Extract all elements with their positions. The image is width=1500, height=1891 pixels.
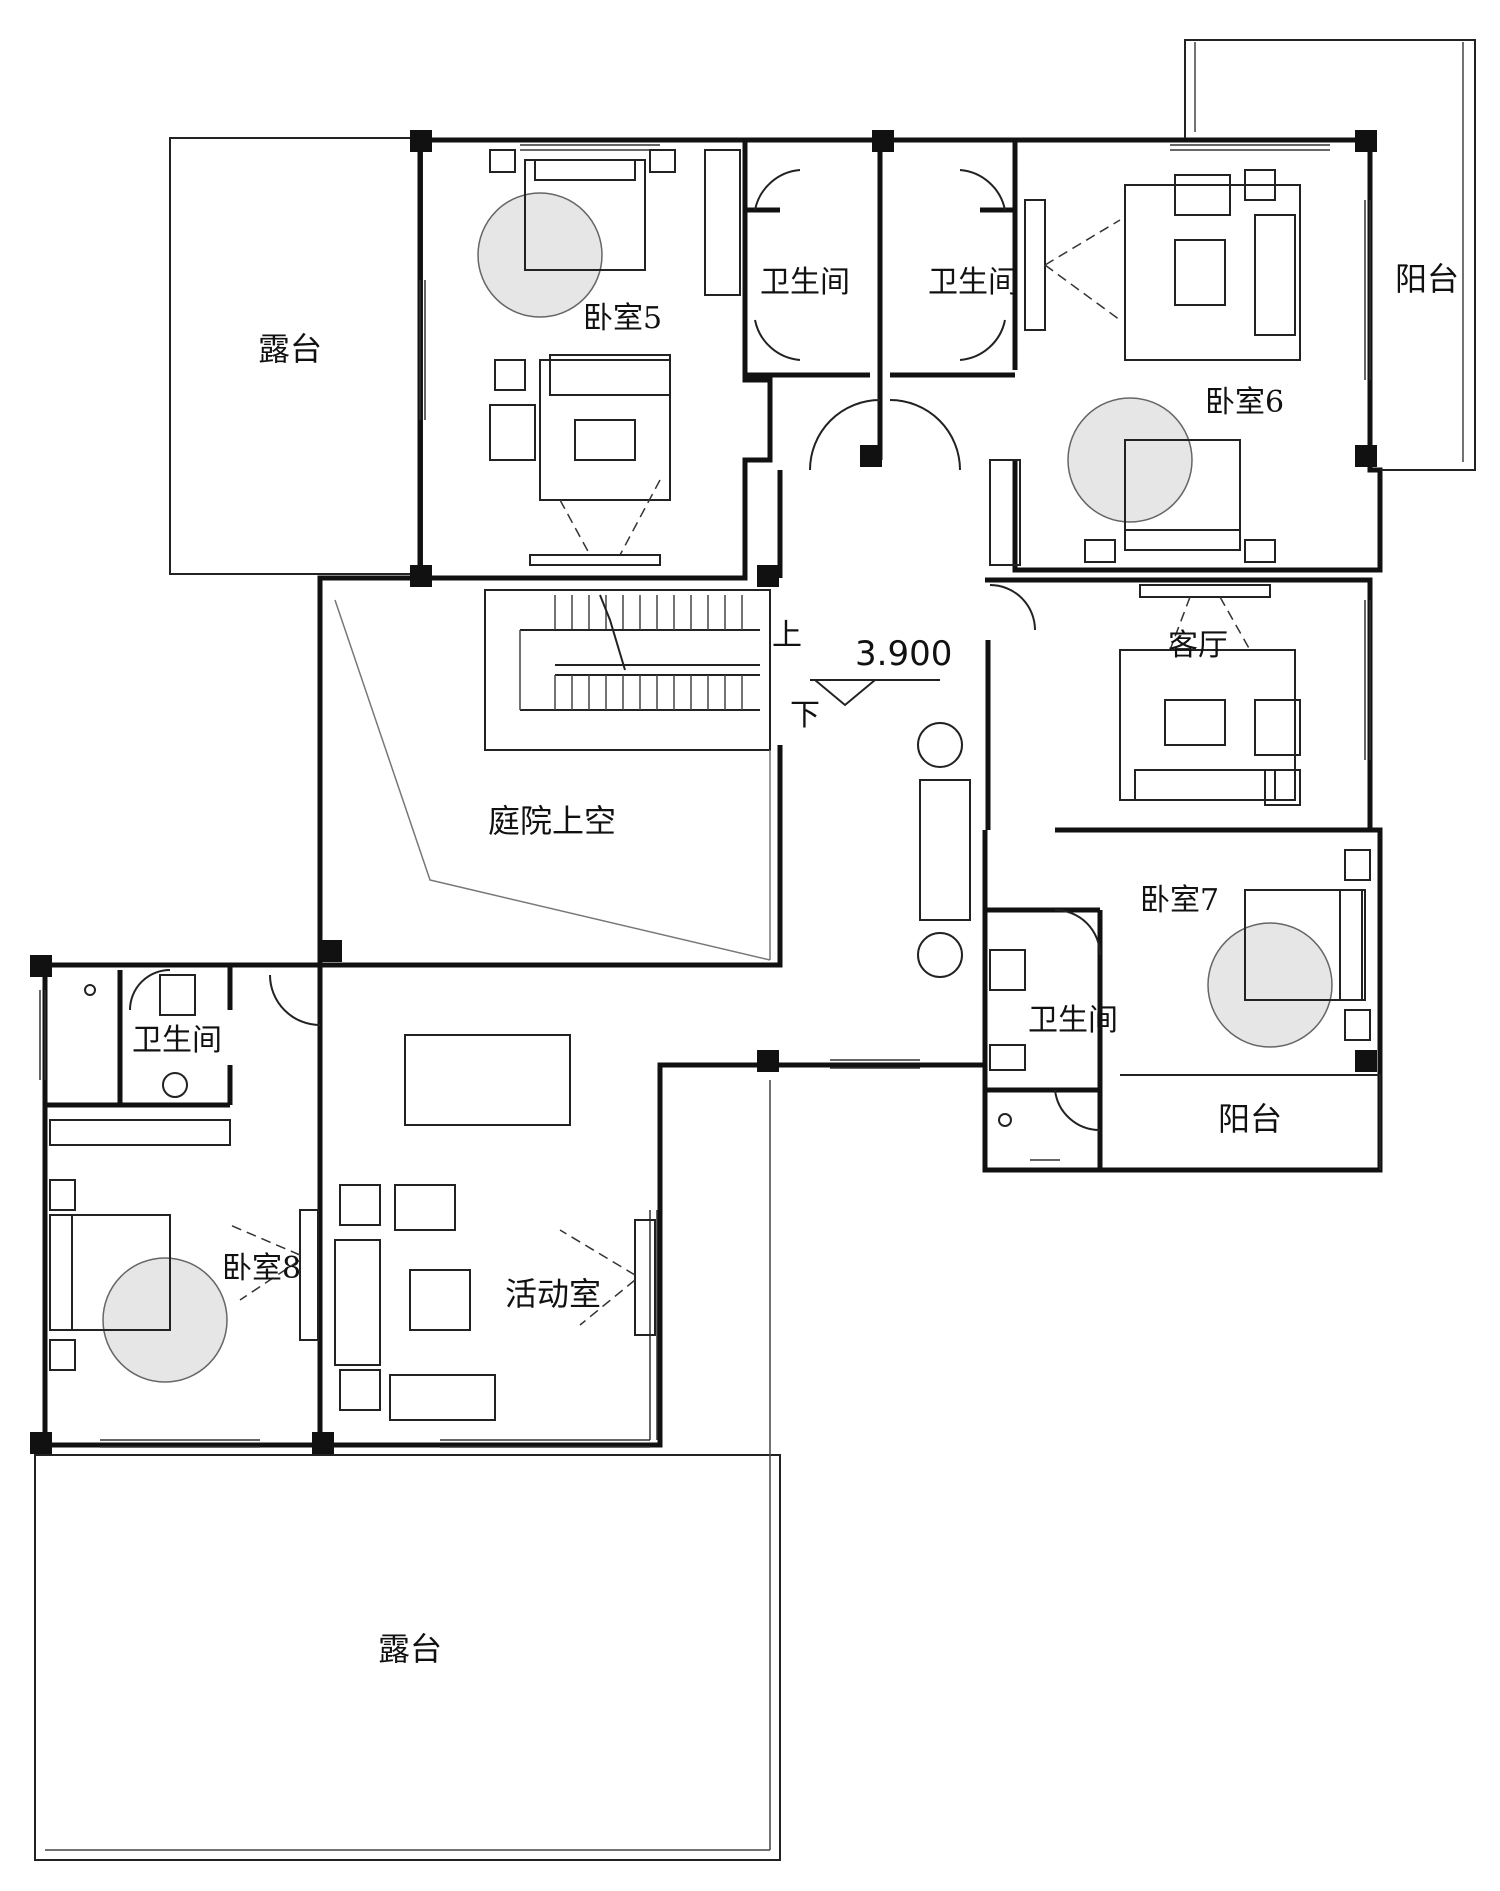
- interior-walls: [45, 140, 1103, 1445]
- staircase: [484, 589, 771, 751]
- door-swings: [129, 169, 1101, 1132]
- column: [30, 1432, 52, 1454]
- stair-down-label: 下: [790, 698, 820, 733]
- room-label-terrace-bottom: 露台: [378, 1630, 442, 1668]
- column: [312, 1432, 334, 1454]
- activity-walls: [317, 965, 985, 1448]
- balcony-mid-outline: [1120, 1074, 1381, 1170]
- room-label-terrace-top: 露台: [258, 330, 322, 368]
- bedroom6-walls: [1012, 137, 1383, 573]
- column: [410, 565, 432, 587]
- living-walls: [985, 577, 1373, 833]
- room-label-activity: 活动室: [505, 1275, 601, 1313]
- terrace-bottom-outline: [34, 1454, 781, 1861]
- room-label-bath-d: 卫生间: [132, 1023, 222, 1058]
- column: [1355, 445, 1377, 467]
- room-label-bath-b: 卫生间: [928, 265, 1018, 300]
- room-label-bath-c: 卫生间: [1028, 1003, 1118, 1038]
- void-walls: [317, 575, 783, 968]
- balcony-top-outline: [1184, 39, 1476, 471]
- elevation-label: 3.900: [855, 634, 952, 674]
- elevation-marker: 3.900: [810, 634, 952, 707]
- room-label-balcony-mid: 阳台: [1218, 1100, 1282, 1138]
- room-label-bedroom6: 卧室6: [1205, 385, 1284, 420]
- furniture: [49, 149, 1371, 1421]
- room-label-bedroom7: 卧室7: [1140, 883, 1219, 918]
- column: [320, 940, 342, 962]
- column: [1355, 130, 1377, 152]
- column: [860, 445, 882, 467]
- column: [410, 130, 432, 152]
- room-label-living: 客厅: [1168, 628, 1228, 663]
- bedroom8-walls: [42, 962, 320, 1448]
- room-label-bedroom8: 卧室8: [222, 1251, 301, 1286]
- column: [757, 565, 779, 587]
- structural-columns: [30, 130, 1377, 1454]
- room-label-balcony-top: 阳台: [1395, 260, 1459, 298]
- courtyard-void-lines: [334, 599, 771, 961]
- column: [872, 130, 894, 152]
- room-label-bedroom5: 卧室5: [583, 301, 662, 336]
- stair-up-label: 上: [772, 618, 802, 653]
- windows: [39, 144, 1371, 1448]
- stair-treads: [554, 595, 743, 710]
- column: [757, 1050, 779, 1072]
- column: [30, 955, 52, 977]
- room-label-bath-a: 卫生间: [760, 265, 850, 300]
- column: [1355, 1050, 1377, 1072]
- room-label-courtyard-void: 庭院上空: [488, 802, 616, 840]
